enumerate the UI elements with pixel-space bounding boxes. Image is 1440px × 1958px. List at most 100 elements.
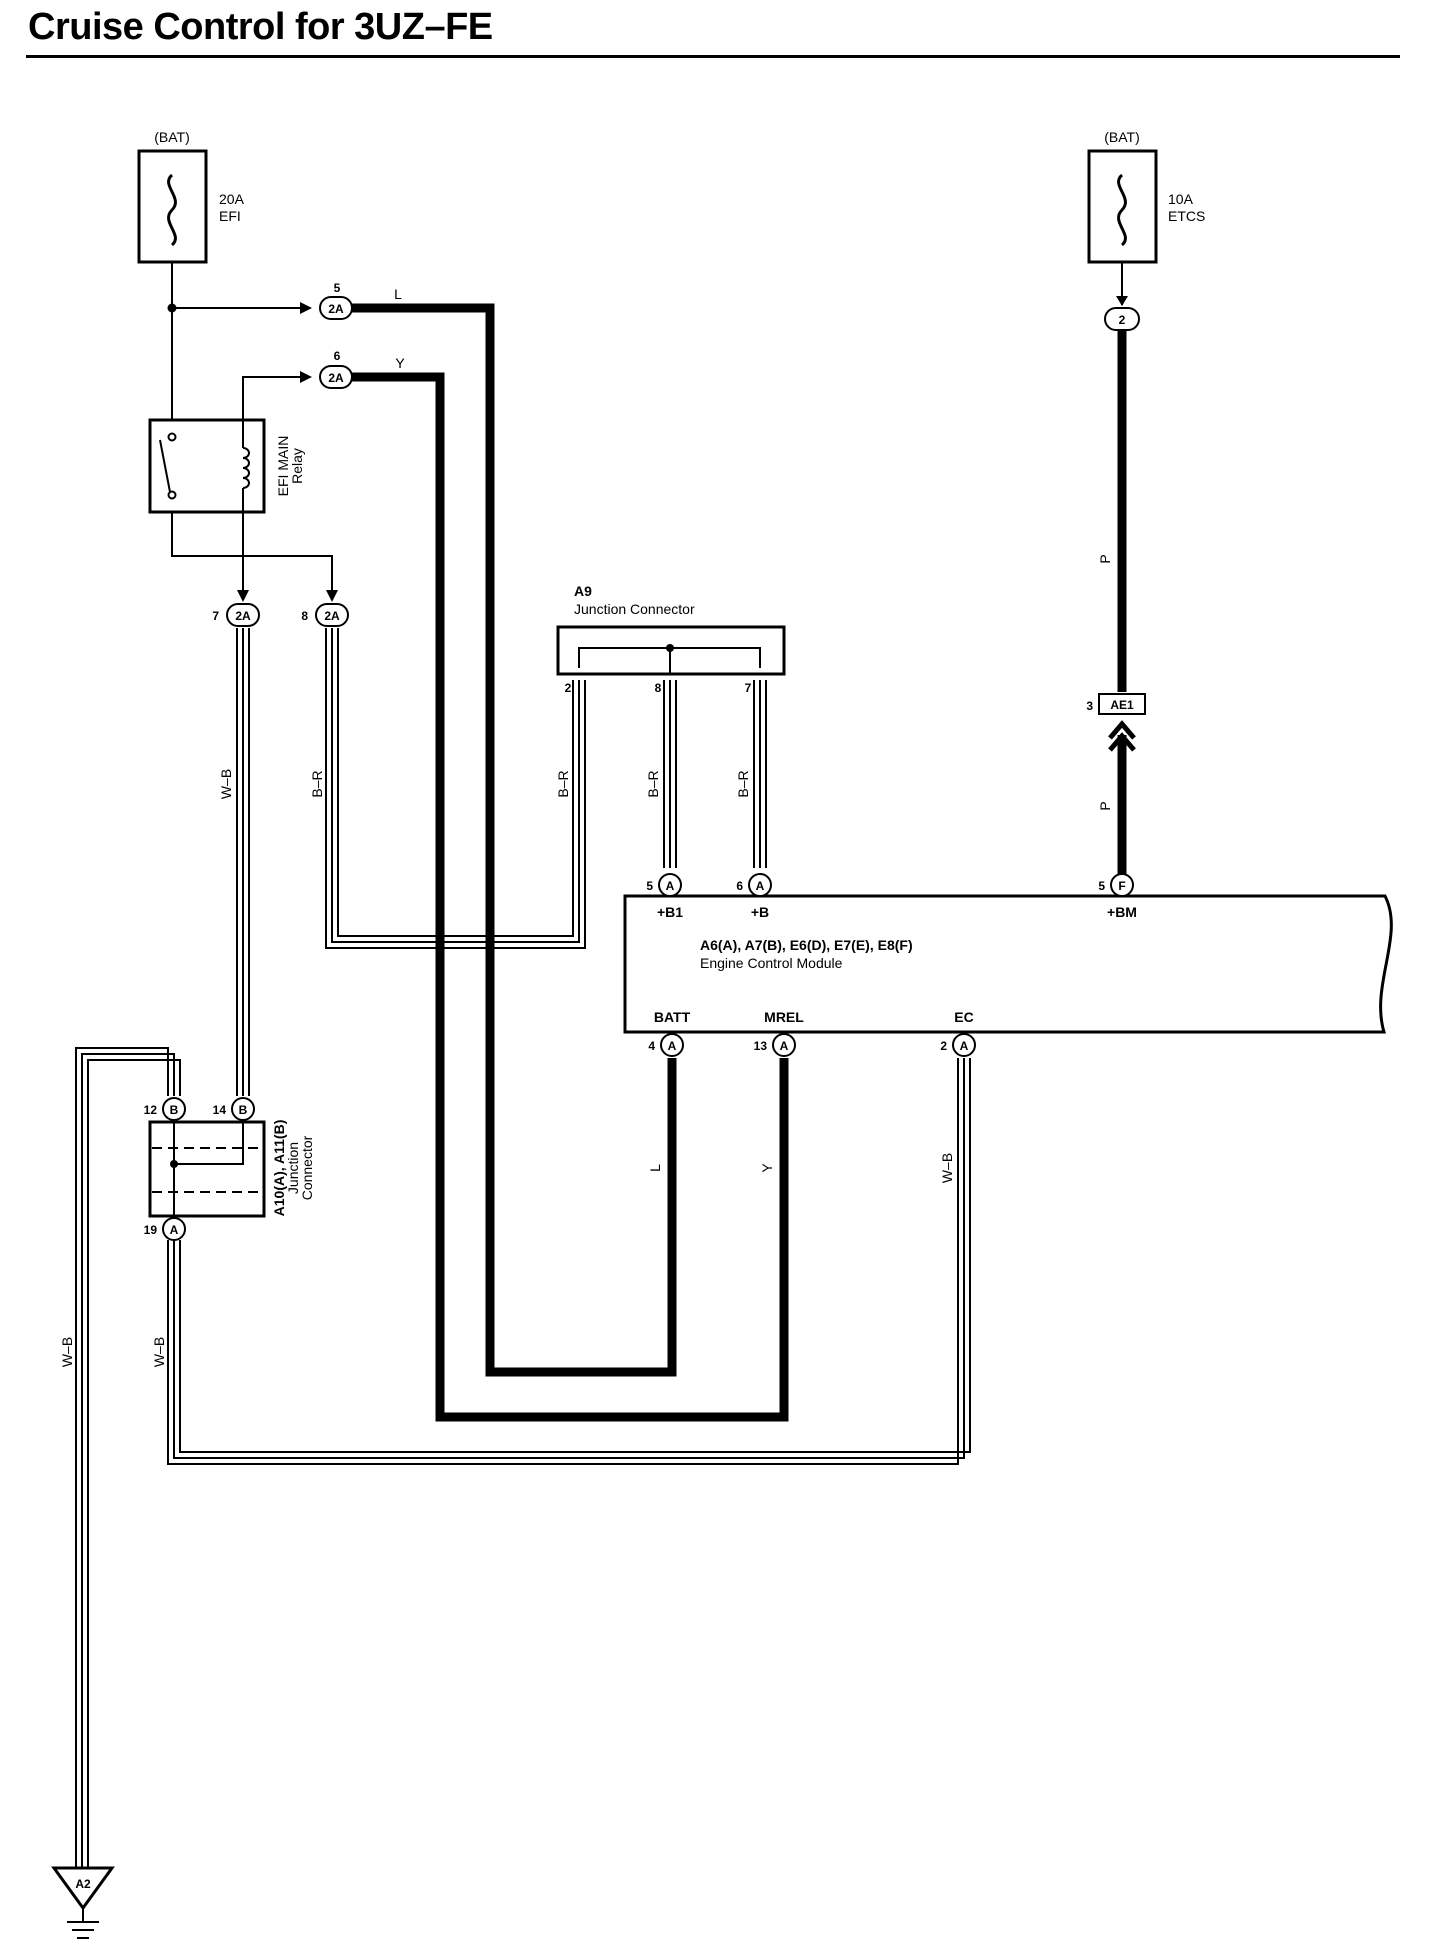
svg-text:W–B: W–B	[59, 1337, 75, 1367]
efi-main-relay: EFI MAIN Relay	[148, 418, 305, 514]
svg-text:Y: Y	[759, 1163, 775, 1173]
wire-l	[352, 303, 677, 1377]
svg-text:EFI MAIN: EFI MAIN	[275, 436, 291, 497]
svg-text:Y: Y	[395, 355, 405, 371]
thick-wires	[352, 303, 1127, 1422]
svg-text:B–R: B–R	[309, 770, 325, 797]
svg-text:F: F	[1118, 879, 1125, 893]
svg-text:A2: A2	[75, 1877, 91, 1891]
svg-text:Relay: Relay	[289, 448, 305, 484]
svg-text:A: A	[756, 879, 765, 893]
svg-text:P: P	[1097, 554, 1113, 563]
svg-text:8: 8	[301, 609, 308, 623]
svg-text:EFI: EFI	[219, 208, 241, 224]
wire-wb-relay	[236, 628, 250, 1096]
svg-text:+B: +B	[751, 904, 769, 920]
svg-text:B: B	[170, 1103, 179, 1117]
fuse-icon	[167, 173, 177, 247]
fuse-efi: (BAT) 20A EFI	[137, 129, 245, 264]
svg-text:ETCS: ETCS	[1168, 208, 1205, 224]
svg-text:A: A	[666, 879, 675, 893]
double-wires	[75, 628, 971, 1880]
fuse-icon	[1117, 173, 1127, 247]
junction-a9: A9 Junction Connector 2 8 7	[556, 583, 786, 695]
wire-wb-ground	[75, 1047, 181, 1880]
svg-text:3: 3	[1086, 699, 1093, 713]
svg-text:W–B: W–B	[218, 769, 234, 799]
svg-text:8: 8	[655, 681, 662, 695]
svg-text:+BM: +BM	[1107, 904, 1137, 920]
svg-text:P: P	[1097, 801, 1113, 810]
svg-text:W–B: W–B	[151, 1337, 167, 1367]
svg-text:12: 12	[144, 1103, 158, 1117]
header: Cruise Control for 3UZ–FE	[0, 0, 1440, 70]
chevron-up-icon	[1108, 720, 1136, 740]
svg-text:A10(A), A11(B): A10(A), A11(B)	[271, 1120, 287, 1217]
svg-text:A: A	[960, 1039, 969, 1053]
svg-text:B: B	[239, 1103, 248, 1117]
svg-text:2: 2	[1119, 313, 1126, 327]
arrow-icon	[300, 302, 312, 314]
wire-br-loop	[325, 628, 586, 949]
fuse-etcs: (BAT) 10A ETCS	[1087, 129, 1205, 264]
page-title: Cruise Control for 3UZ–FE	[28, 6, 493, 48]
wire-br-b1	[663, 680, 677, 868]
svg-text:Junction Connector: Junction Connector	[574, 601, 695, 617]
svg-text:5: 5	[646, 879, 653, 893]
svg-text:7: 7	[745, 681, 752, 695]
connector-ae1: AE1 3	[1086, 693, 1146, 752]
wire-wb-ec	[167, 1058, 971, 1465]
svg-text:5: 5	[1098, 879, 1105, 893]
arrow-icon	[237, 590, 249, 602]
svg-text:19: 19	[144, 1223, 158, 1237]
svg-text:B–R: B–R	[645, 770, 661, 797]
svg-text:A6(A), A7(B), E6(D), E7(E), E8: A6(A), A7(B), E6(D), E7(E), E8(F)	[700, 937, 913, 953]
svg-text:2: 2	[565, 681, 572, 695]
svg-text:14: 14	[213, 1103, 227, 1117]
svg-text:(BAT): (BAT)	[1104, 129, 1140, 145]
svg-text:B–R: B–R	[555, 770, 571, 797]
svg-text:4: 4	[648, 1039, 655, 1053]
svg-text:BATT: BATT	[654, 1009, 691, 1025]
svg-text:6: 6	[334, 349, 341, 363]
svg-text:(BAT): (BAT)	[154, 129, 190, 145]
svg-text:2: 2	[940, 1039, 947, 1053]
arrow-icon	[326, 590, 338, 602]
svg-text:6: 6	[736, 879, 743, 893]
svg-text:A: A	[780, 1039, 789, 1053]
junction-a10-a11: B 12 B 14 A 19 A10(A), A11(B) Junction C…	[144, 1097, 315, 1241]
arrow-icon	[300, 371, 312, 383]
svg-text:A9: A9	[574, 583, 592, 599]
connector-etcs-pin2: 2	[1104, 296, 1140, 331]
svg-text:A: A	[668, 1039, 677, 1053]
svg-text:A: A	[170, 1223, 179, 1237]
chevron-up-icon	[1108, 732, 1136, 752]
wire-y	[352, 372, 789, 1422]
wire-color-labels: W–B B–R B–R B–R B–R P P L Y W–B W–B W–B	[59, 554, 1113, 1367]
svg-text:L: L	[394, 286, 402, 302]
connector-2a-pin6: 6 2A Y	[300, 349, 405, 389]
arrow-icon	[1116, 296, 1128, 306]
svg-text:Connector: Connector	[299, 1135, 315, 1200]
coil-icon	[242, 447, 250, 489]
connector-2a-pin8: 2A 8	[301, 590, 349, 627]
svg-text:2A: 2A	[324, 609, 340, 623]
connector-2a-pin7: 2A 7	[212, 590, 260, 627]
svg-text:Junction: Junction	[285, 1142, 301, 1194]
connector-2a-pin5: 5 2A L	[300, 281, 402, 320]
title-rule	[26, 55, 1400, 58]
splice-point	[167, 303, 177, 313]
wire-br-b	[753, 680, 767, 868]
svg-text:L: L	[647, 1164, 663, 1172]
svg-text:5: 5	[334, 281, 341, 295]
svg-text:2A: 2A	[328, 371, 344, 385]
svg-text:W–B: W–B	[939, 1153, 955, 1183]
svg-text:+B1: +B1	[657, 904, 683, 920]
engine-control-module: A6(A), A7(B), E6(D), E7(E), E8(F) Engine…	[623, 873, 1393, 1057]
svg-text:20A: 20A	[219, 191, 245, 207]
svg-text:Engine Control Module: Engine Control Module	[700, 955, 843, 971]
svg-text:2A: 2A	[328, 302, 344, 316]
svg-text:B–R: B–R	[735, 770, 751, 797]
ground-a2: A2	[51, 1866, 115, 1939]
